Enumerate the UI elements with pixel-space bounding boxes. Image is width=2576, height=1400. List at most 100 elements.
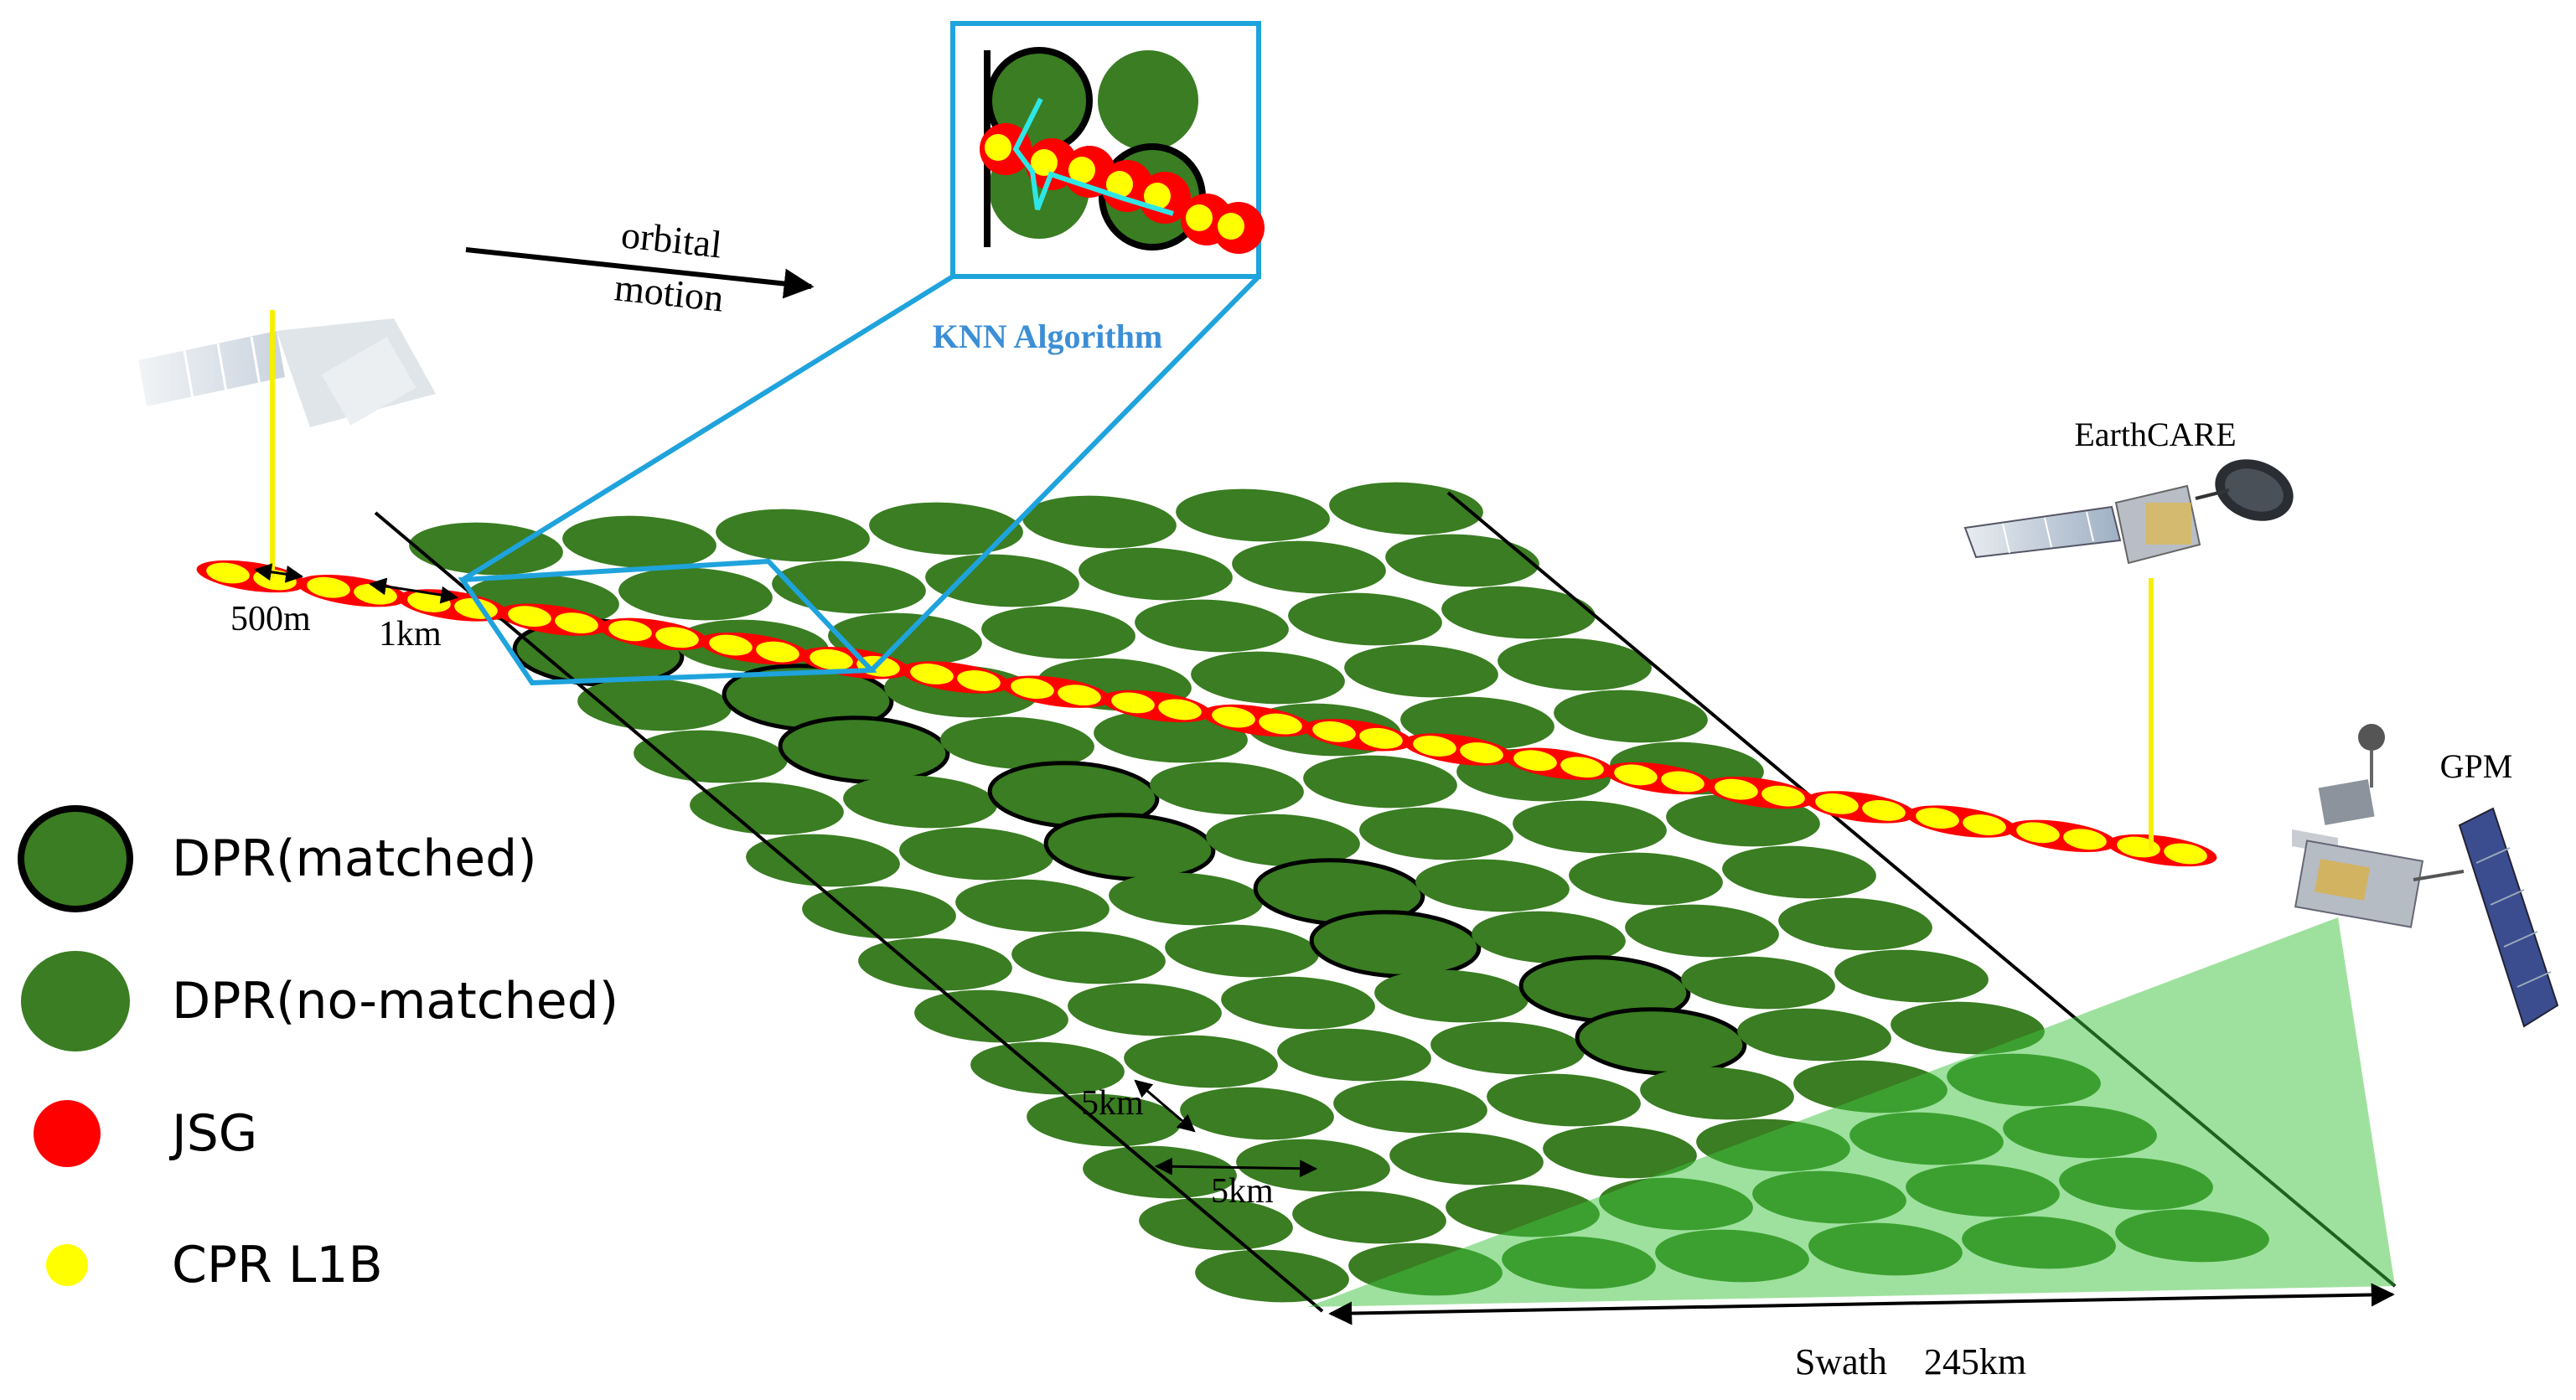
dpr-footprint <box>409 522 563 576</box>
cpr-l1b-footprint <box>810 648 853 670</box>
orbital-label-line1: orbital <box>619 213 724 266</box>
legend-marker-dpr-matched <box>18 805 133 912</box>
dpr-footprint <box>1022 495 1177 549</box>
knn-label: KNN Algorithm <box>933 318 1162 355</box>
orbital-motion-arrow <box>465 247 815 299</box>
cpr-l1b-footprint <box>1614 764 1658 786</box>
legend-label-dpr-matched: DPR(matched) <box>172 829 537 888</box>
legend-marker-dpr-no-matched <box>21 951 130 1051</box>
legend-label-jsg: JSG <box>168 1104 257 1163</box>
cpr-l1b-footprint <box>206 562 250 584</box>
knn-connector-left <box>461 274 954 582</box>
dpr-footprint <box>716 509 870 562</box>
dpr-footprint-matched <box>1043 813 1216 881</box>
dpr-footprint <box>746 834 900 887</box>
dpr-footprint <box>914 989 1068 1043</box>
gpm-scan-cone <box>1307 917 2395 1307</box>
cpr-l1b-footprint <box>1513 750 1557 772</box>
label-1km: 1km <box>379 615 442 654</box>
dpr-footprint <box>1513 800 1667 854</box>
dpr-footprint-matched <box>1309 910 1482 979</box>
dpr-footprint <box>1135 599 1289 653</box>
satellite-faded-icon <box>138 318 436 427</box>
cpr-l1b-footprint <box>1259 713 1302 735</box>
cpr-l1b-footprint <box>985 134 1011 161</box>
dpr-footprint <box>1011 931 1166 984</box>
arrow-500m <box>253 563 304 583</box>
dpr-footprint <box>1487 1073 1641 1127</box>
dpr-footprint <box>1737 1008 1891 1062</box>
dpr-footprint <box>1497 638 1652 691</box>
knn-inset <box>950 21 1265 279</box>
dpr-footprint <box>1625 904 1779 958</box>
dpr-footprint <box>1277 1028 1431 1082</box>
arrow-5km-along <box>1134 1079 1196 1133</box>
legend-label-cpr-l1b: CPR L1B <box>172 1236 383 1294</box>
dpr-footprint <box>634 730 788 783</box>
cpr-l1b-footprint <box>1212 706 1255 728</box>
dpr-footprint <box>1778 897 1932 951</box>
dpr-footprint <box>955 879 1110 932</box>
cpr-l1b-footprint <box>1862 799 1906 821</box>
arrow-swath <box>1328 1283 2395 1325</box>
cpr-jsg-track <box>196 560 2217 867</box>
dpr-footprint <box>1329 482 1483 535</box>
earthcare-label: EarthCARE <box>2074 416 2236 453</box>
gpm-label: GPM <box>2440 747 2513 785</box>
cpr-l1b-footprint <box>1715 778 1758 800</box>
dpr-footprint <box>1292 1191 1446 1244</box>
dpr-footprint <box>1068 983 1222 1036</box>
dpr-footprint <box>1834 949 1989 1003</box>
cpr-l1b-footprint <box>957 670 1001 691</box>
dpr-footprint <box>1415 859 1570 912</box>
dpr-footprint <box>1195 1249 1349 1303</box>
dpr-footprint <box>1079 547 1233 601</box>
dpr-footprint <box>1109 872 1263 926</box>
dpr-footprint <box>1543 1125 1697 1179</box>
legend-marker-jsg <box>34 1100 101 1167</box>
dpr-footprint <box>899 827 1053 881</box>
dpr-footprint <box>1640 1067 1794 1120</box>
dpr-footprint <box>1891 1001 2045 1055</box>
cpr-l1b-footprint <box>555 612 598 634</box>
satellite-gpm-icon <box>2292 724 2559 1028</box>
cpr-l1b-footprint <box>709 634 753 656</box>
cpr-l1b-footprint <box>1111 692 1155 714</box>
arrow-1km <box>368 577 459 604</box>
cpr-l1b-footprint <box>2063 829 2107 850</box>
cpr-l1b-footprint <box>2164 843 2207 865</box>
dpr-footprint <box>1124 1035 1278 1088</box>
cpr-l1b-footprint <box>1661 771 1704 793</box>
cpr-l1b-footprint <box>307 576 350 598</box>
dpr-footprint <box>1333 1080 1487 1134</box>
dpr-footprint <box>843 775 997 829</box>
cpr-l1b-footprint <box>1186 204 1213 231</box>
dpr-footprint <box>1094 710 1248 763</box>
dpr-footprint <box>1206 814 1360 867</box>
dpr-footprint <box>1569 852 1723 906</box>
cpr-l1b-footprint <box>1058 685 1101 706</box>
dpr-footprint <box>1385 534 1539 587</box>
dpr-footprint-matched <box>1575 1007 1747 1076</box>
cpr-l1b-footprint <box>910 664 954 685</box>
cpr-l1b-footprint <box>1312 721 1356 742</box>
cpr-l1b-footprint <box>1144 183 1171 209</box>
dpr-footprint <box>562 515 716 569</box>
dpr-footprint <box>1722 845 1876 899</box>
dpr-footprint <box>1374 969 1529 1023</box>
dpr-footprint <box>802 886 956 939</box>
swath-edge-left <box>374 511 1324 1313</box>
cpr-l1b-footprint <box>1560 757 1604 778</box>
dpr-footprint <box>690 782 844 835</box>
swath-label: Swath 245km <box>1795 1341 2026 1382</box>
dpr-footprint <box>618 567 773 621</box>
dpr-footprint <box>1441 586 1596 639</box>
dpr-footprint <box>869 502 1023 555</box>
dpr-footprint <box>1389 1132 1544 1186</box>
cpr-l1b-footprint <box>508 606 551 628</box>
label-5km-along: 5km <box>1081 1084 1144 1123</box>
label-5km-across: 5km <box>1211 1172 1274 1211</box>
dpr-footprint <box>1180 1087 1334 1140</box>
cpr-l1b-footprint <box>2016 822 2060 844</box>
cpr-l1b-footprint <box>1761 785 1805 807</box>
